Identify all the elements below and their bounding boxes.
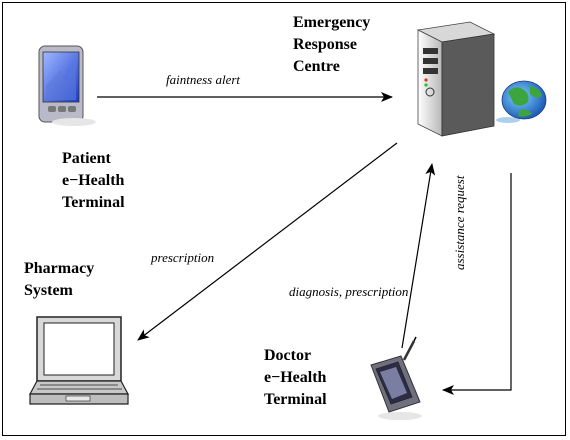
- ercc-line-3: Centre: [293, 58, 340, 75]
- edge-label-faintness-alert: faintness alert: [166, 72, 241, 87]
- patient-line-1: Patient: [62, 150, 111, 167]
- doctor-line-2: e−Health: [264, 369, 327, 386]
- edge-label-diagnosis-prescription: diagnosis, prescription: [289, 284, 409, 299]
- ercc-line-2: Response: [293, 36, 358, 53]
- patient-pda-icon: [38, 45, 96, 126]
- doctor-pda-icon: [370, 336, 422, 420]
- ercc-line-1: Emergency: [293, 14, 371, 31]
- pharmacy-line-2: System: [24, 282, 73, 299]
- node-label-ercc: Emergency Response Centre: [293, 12, 370, 78]
- patient-line-3: Terminal: [62, 194, 125, 211]
- node-label-patient: Patient e−Health Terminal: [62, 148, 125, 214]
- edge-diagnosis-prescription: [401, 163, 436, 349]
- node-label-pharmacy: Pharmacy System: [24, 258, 94, 302]
- edge-assistance-request: [442, 173, 512, 395]
- doctor-line-1: Doctor: [264, 347, 312, 364]
- server-tower-icon: [416, 21, 496, 137]
- edge-prescription: [137, 142, 398, 341]
- doctor-line-3: Terminal: [264, 391, 327, 408]
- laptop-icon: [28, 316, 130, 405]
- globe-icon: [496, 80, 547, 123]
- node-label-doctor: Doctor e−Health Terminal: [264, 345, 327, 411]
- edge-label-prescription: prescription: [151, 250, 215, 265]
- edge-label-assistance-request: assistance request: [452, 175, 467, 270]
- patient-line-2: e−Health: [62, 172, 125, 189]
- pharmacy-line-1: Pharmacy: [24, 260, 95, 277]
